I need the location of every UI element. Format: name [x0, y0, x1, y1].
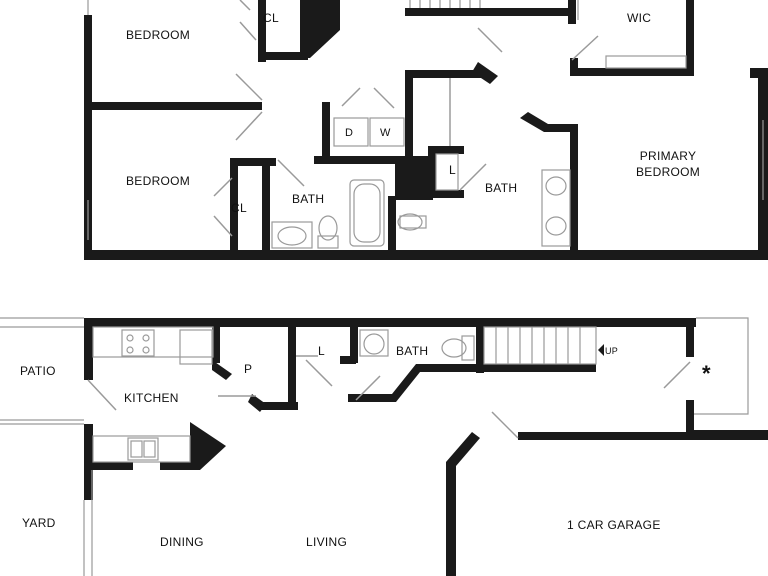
walls-lower	[84, 318, 768, 576]
room-label-linen-lower: L	[318, 344, 325, 358]
room-label-primary-line2: BEDROOM	[636, 165, 701, 179]
room-label-kitchen: KITCHEN	[124, 391, 179, 405]
stairs-up-arrow-icon	[598, 344, 604, 356]
room-label-dining: DINING	[160, 535, 204, 549]
room-label-bedroom-top: BEDROOM	[126, 28, 191, 42]
room-label-bedroom-mid: BEDROOM	[126, 174, 191, 188]
room-label-primary-line1: PRIMARY	[639, 149, 697, 163]
room-label-pantry: P	[244, 362, 253, 376]
appliance-label-dryer: D	[345, 127, 354, 139]
room-label-bath-lower: BATH	[396, 344, 429, 358]
room-label-living: LIVING	[306, 535, 348, 549]
room-label-closet-top: CL	[263, 11, 279, 25]
room-label-closet-mid: CL	[231, 201, 247, 215]
stairs-up-label: UP	[605, 346, 619, 356]
room-label-wic: WIC	[627, 11, 652, 25]
room-label-garage: 1 CAR GARAGE	[567, 518, 661, 532]
area-label-patio: PATIO	[20, 364, 56, 378]
area-label-yard: YARD	[22, 516, 56, 530]
mechanical-marker: *	[702, 361, 711, 386]
stairs-lower	[483, 326, 597, 365]
room-label-bath-upper-left: BATH	[292, 192, 325, 206]
room-label-bath-upper-right: BATH	[485, 181, 518, 195]
room-label-linen-upper: L	[449, 163, 456, 177]
room-label-primary-bedroom: PRIMARY BEDROOM	[636, 148, 700, 180]
stairs-upper	[409, 0, 481, 8]
appliance-label-washer: W	[380, 127, 391, 139]
doors	[87, 0, 691, 439]
